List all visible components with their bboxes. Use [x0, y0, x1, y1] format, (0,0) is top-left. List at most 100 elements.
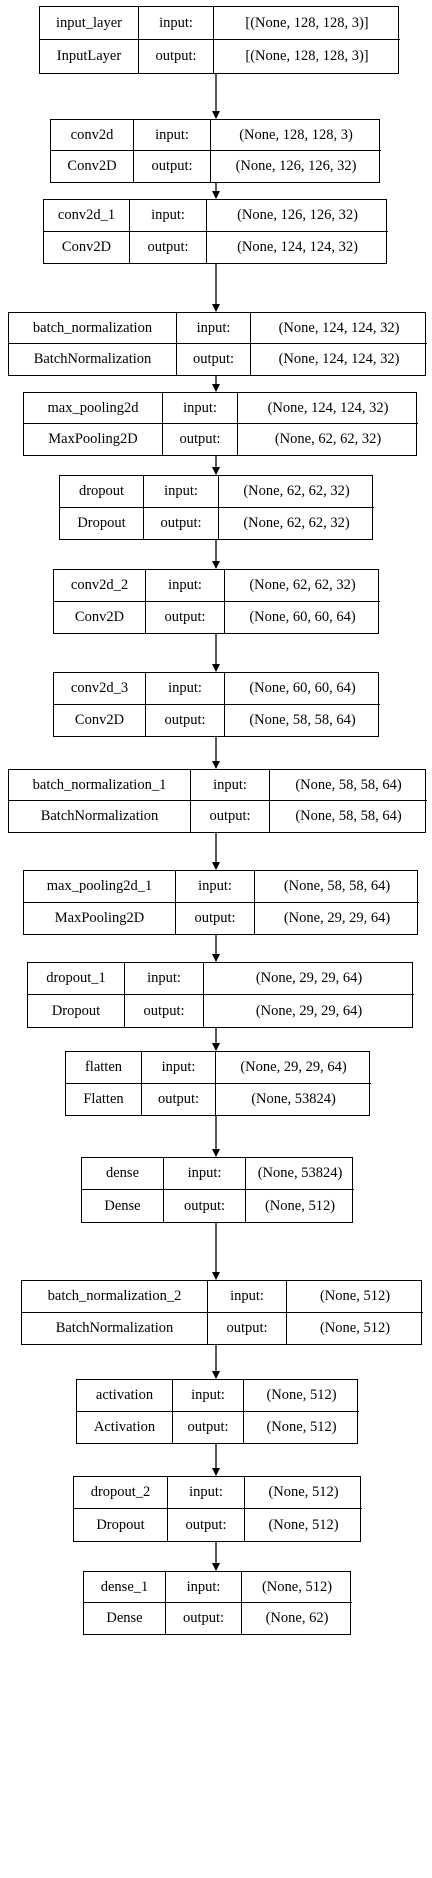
layer-type: BatchNormalization — [22, 1312, 208, 1344]
output-label: output: — [146, 601, 225, 633]
output-shape: (None, 53824) — [251, 1090, 336, 1107]
layer-type: Dropout — [74, 1509, 168, 1541]
input-shape: (None, 512) — [287, 1281, 423, 1313]
layer-type: MaxPooling2D — [24, 902, 176, 934]
input-shape: (None, 512) — [244, 1380, 359, 1412]
layer-name: dense_1 — [84, 1572, 166, 1603]
input-shape: (None, 62, 62, 32) — [219, 476, 374, 508]
input-label: input: — [191, 770, 270, 801]
input-shape: (None, 53824) — [246, 1158, 354, 1190]
input-shape: (None, 29, 29, 64) — [216, 1052, 371, 1084]
input-label: input: — [130, 200, 207, 232]
output-shape: (None, 124, 124, 32) — [237, 238, 358, 255]
input-label: input: — [142, 1052, 216, 1084]
output-label: output: — [163, 424, 238, 455]
layer-name: input_layer — [40, 7, 139, 40]
layer-name: conv2d_3 — [54, 673, 146, 705]
layer-name: dense — [82, 1158, 164, 1190]
input-shape: (None, 128, 128, 3) — [211, 120, 381, 151]
input-label: input: — [208, 1281, 287, 1313]
output-label: output: — [191, 801, 270, 832]
layer-type: BatchNormalization — [9, 344, 177, 375]
input-shape: (None, 124, 124, 32) — [238, 393, 418, 424]
layer-name: activation — [77, 1380, 173, 1412]
layer-type: InputLayer — [40, 40, 139, 73]
output-label: output: — [146, 704, 225, 736]
input-shape: (None, 512) — [242, 1572, 352, 1603]
layer-type: Flatten — [66, 1083, 142, 1115]
output-shape: (None, 29, 29, 64) — [255, 1002, 363, 1019]
layer-type: MaxPooling2D — [24, 424, 163, 455]
output-label: output: — [125, 995, 204, 1027]
input-shape: (None, 124, 124, 32) — [251, 313, 427, 344]
output-shape: (None, 512) — [268, 1516, 339, 1533]
layer-name: batch_normalization_1 — [9, 770, 191, 801]
layer-name: flatten — [66, 1052, 142, 1084]
layer-name: max_pooling2d_1 — [24, 871, 176, 903]
output-shape: (None, 60, 60, 64) — [249, 608, 356, 625]
output-label: output: — [130, 231, 207, 263]
output-label: output: — [144, 507, 219, 539]
output-shape: (None, 124, 124, 32) — [278, 351, 400, 367]
output-label: output: — [176, 902, 255, 934]
input-label: input: — [146, 570, 225, 602]
output-label: output: — [134, 151, 211, 182]
output-label: output: — [168, 1509, 245, 1541]
output-label: output: — [142, 1083, 216, 1115]
output-shape: (None, 62) — [265, 1610, 329, 1626]
layer-type: Dropout — [60, 507, 144, 539]
input-shape: [(None, 128, 128, 3)] — [214, 7, 400, 40]
input-shape: (None, 126, 126, 32) — [207, 200, 388, 232]
input-shape: (None, 58, 58, 64) — [255, 871, 419, 903]
layer-name: max_pooling2d — [24, 393, 163, 424]
input-label: input: — [177, 313, 251, 344]
input-shape: (None, 512) — [245, 1477, 362, 1509]
input-label: input: — [163, 393, 238, 424]
layer-type: Dense — [82, 1190, 164, 1222]
output-shape: (None, 126, 126, 32) — [235, 158, 357, 174]
input-shape: (None, 62, 62, 32) — [225, 570, 380, 602]
input-shape: (None, 58, 58, 64) — [270, 770, 427, 801]
input-label: input: — [166, 1572, 242, 1603]
layer-name: batch_normalization_2 — [22, 1281, 208, 1313]
layer-type: Conv2D — [51, 151, 134, 182]
output-label: output: — [166, 1603, 242, 1634]
output-shape: (None, 62, 62, 32) — [243, 514, 350, 531]
layer-type: Dense — [84, 1603, 166, 1634]
input-label: input: — [164, 1158, 246, 1190]
input-label: input: — [125, 963, 204, 995]
layer-type: Conv2D — [54, 704, 146, 736]
input-label: input: — [144, 476, 219, 508]
output-shape: [(None, 128, 128, 3)] — [245, 48, 369, 64]
output-shape: (None, 512) — [264, 1197, 336, 1214]
input-label: input: — [134, 120, 211, 151]
layer-name: dropout_2 — [74, 1477, 168, 1509]
output-label: output: — [177, 344, 251, 375]
output-label: output: — [139, 40, 214, 73]
output-shape: (None, 58, 58, 64) — [295, 808, 402, 824]
layer-name: conv2d_2 — [54, 570, 146, 602]
output-shape: (None, 62, 62, 32) — [274, 431, 382, 447]
layer-name: conv2d — [51, 120, 134, 151]
output-shape: (None, 29, 29, 64) — [283, 909, 391, 926]
output-label: output: — [208, 1312, 287, 1344]
input-label: input: — [176, 871, 255, 903]
input-label: input: — [139, 7, 214, 40]
